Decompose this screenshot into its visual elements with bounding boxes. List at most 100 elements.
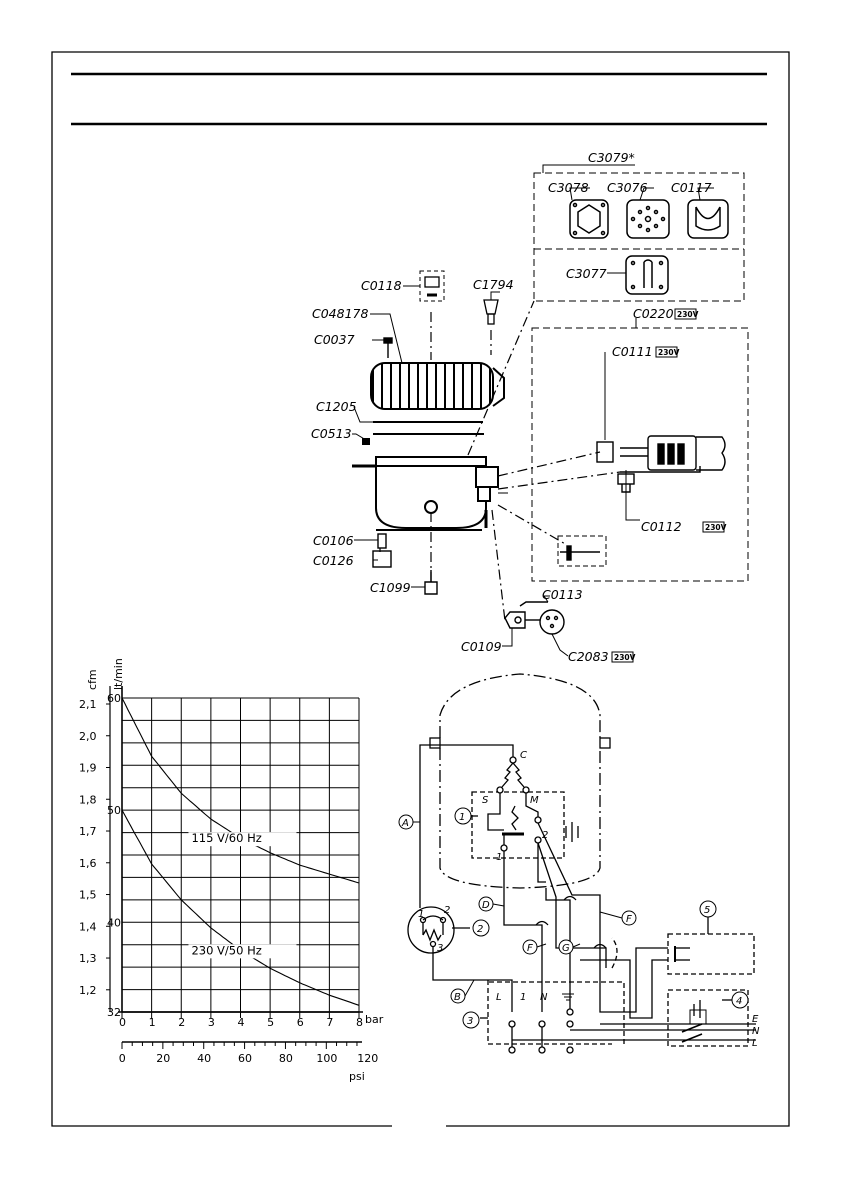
label-c2083: C2083 [568, 649, 609, 664]
cfm-tick-1,2: 1,2 [79, 984, 97, 997]
wiring-labels: A B D F F G 1 2 3 4 5 C S M 1 2 1 2 3 L … [398, 750, 760, 1049]
cfm-tick-2,1: 2,1 [79, 698, 97, 711]
component-4: 4 [731, 991, 749, 1009]
electrical-box [531, 327, 749, 582]
block-ground-icon [562, 993, 574, 1001]
cylinder-head-c3077 [625, 255, 669, 295]
series-label-bg-1 [188, 832, 297, 847]
cfm-axis-label: cfm [86, 669, 99, 690]
series-label-bg-2 [188, 944, 297, 959]
series-label-1: 115 V/60 Hz [191, 831, 261, 845]
lt-tick-50: 50 [107, 804, 121, 817]
valve-plate-c3076 [626, 199, 670, 239]
capacitor-box [557, 535, 607, 567]
block-l: L [496, 992, 502, 1003]
bar-tick-3: 3 [208, 1016, 215, 1029]
cfm-tick-1,6: 1,6 [79, 857, 97, 870]
bar-tick-7: 7 [326, 1016, 333, 1029]
voltage-tag-c2083: 230V [611, 651, 636, 663]
c3079-bracket [542, 164, 635, 173]
svg-text:F: F [626, 914, 632, 925]
lt-min-axis-label: lt/min [112, 658, 125, 690]
label-c0513: C0513 [311, 426, 352, 441]
lt-tick-40: 40 [107, 916, 121, 929]
callout-b: B [450, 988, 466, 1004]
page-frame [51, 51, 790, 1127]
label-c0109: C0109 [461, 639, 502, 654]
gasket-c0117 [687, 199, 729, 239]
label-c0112: C0112 [641, 519, 682, 534]
svg-text:3: 3 [467, 1016, 473, 1027]
psi-tick-label-100: 100 [316, 1052, 337, 1065]
parts-diagram: C3079* C3078 C3076 C0117 C3077 C0118 C17… [311, 150, 749, 664]
label-c3079: C3079* [588, 150, 635, 165]
label-c3077: C3077 [566, 266, 607, 281]
svg-text:230V: 230V [614, 653, 636, 662]
svg-text:230V: 230V [658, 348, 680, 357]
svg-text:B: B [454, 992, 461, 1003]
valve-kit-box [533, 172, 745, 302]
terminal-c: C [520, 750, 527, 761]
voltage-tag-c0111: 230V [655, 346, 680, 358]
label-c1794: C1794 [473, 277, 514, 292]
svg-text:230V: 230V [677, 310, 699, 319]
gasket-c3078 [569, 199, 609, 239]
terminal-s: S [482, 795, 489, 806]
cfm-tick-1,3: 1,3 [79, 952, 97, 965]
chart-series: 115 V/60 Hz 230 V/50 Hz [121, 697, 360, 1006]
terminal-1: 1 [496, 852, 502, 863]
label-c3078: C3078 [548, 180, 589, 195]
component-3: 3 [462, 1011, 480, 1029]
label-c0118: C0118 [361, 278, 402, 293]
label-c0220: C0220 [633, 306, 674, 321]
protector-terminal-2: 2 [444, 905, 450, 916]
psi-tick-label-80: 80 [279, 1052, 293, 1065]
wiring-diagram [407, 673, 756, 1054]
terminal-2: 2 [542, 830, 548, 841]
protector-terminal-3: 3 [437, 943, 443, 954]
voltage-tag-c0112: 230V [702, 521, 727, 533]
label-c048178: C048178 [312, 306, 368, 321]
cfm-tick-1,7: 1,7 [79, 825, 97, 838]
bar-tick-2: 2 [178, 1016, 185, 1029]
svg-text:1: 1 [459, 812, 465, 823]
svg-text:D: D [482, 900, 490, 911]
mains-e: E [752, 1014, 759, 1025]
psi-tick-label-60: 60 [238, 1052, 252, 1065]
svg-text:4: 4 [736, 996, 742, 1007]
terminal-m: M [530, 795, 539, 806]
cfm-tick-1,5: 1,5 [79, 889, 97, 902]
callout-f1: F [522, 939, 538, 955]
cfm-tick-1,8: 1,8 [79, 793, 97, 806]
callout-g: G [558, 939, 574, 955]
lt-tick-32: 32 [107, 1006, 121, 1019]
psi-axis-label: psi [349, 1070, 365, 1083]
chart-grid [109, 686, 363, 1049]
callout-f2: F [621, 910, 637, 926]
bar-tick-0: 0 [119, 1016, 126, 1029]
svg-text:A: A [401, 818, 409, 829]
svg-text:F: F [527, 943, 533, 954]
bar-axis-label: bar [365, 1013, 384, 1026]
series-label-2: 230 V/50 Hz [191, 943, 261, 957]
label-c1099: C1099 [370, 580, 411, 595]
lt-tick-60: 60 [107, 692, 121, 705]
label-c0113: C0113 [542, 587, 583, 602]
mains-l: L [752, 1038, 758, 1049]
psi-tick-label-20: 20 [156, 1052, 170, 1065]
mains-n: N [752, 1026, 760, 1037]
block-1: 1 [520, 992, 526, 1003]
protector-terminal-1: 1 [418, 909, 424, 920]
svg-text:5: 5 [704, 905, 710, 916]
label-c0037: C0037 [314, 332, 355, 347]
component-1: 1 [454, 807, 472, 825]
label-c0106: C0106 [313, 533, 354, 548]
label-c0111: C0111 [612, 344, 653, 359]
psi-tick-label-0: 0 [119, 1052, 126, 1065]
relay-and-connector [560, 435, 726, 561]
bar-tick-4: 4 [238, 1016, 245, 1029]
cfm-tick-2,0: 2,0 [79, 730, 97, 743]
bar-tick-1: 1 [149, 1016, 156, 1029]
